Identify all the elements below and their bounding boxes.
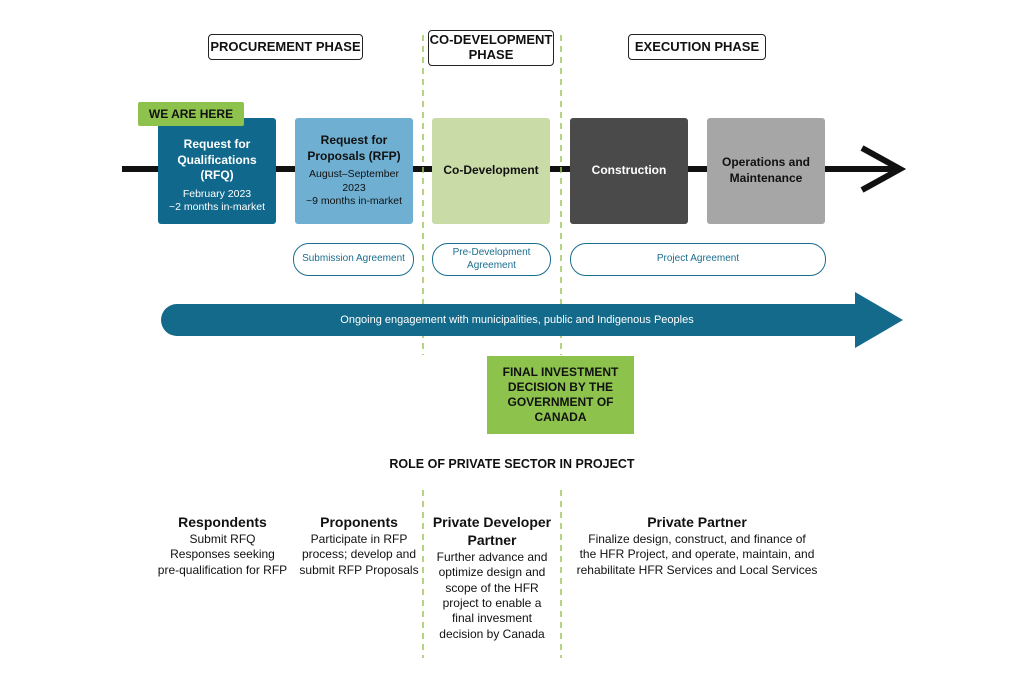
role-respondents-heading: Respondents	[178, 514, 267, 530]
role-private-partner: Private Partner Finalize design, constru…	[566, 514, 828, 578]
engagement-arrow	[161, 292, 903, 348]
engagement-arrow-label: Ongoing engagement with municipalities, …	[340, 314, 694, 326]
role-respondents: Respondents Submit RFQ Responses seeking…	[140, 514, 305, 578]
submission-agreement-pill: Submission Agreement	[293, 243, 414, 276]
codevelopment-phase-label: CO-DEVELOPMENT PHASE	[428, 30, 554, 66]
role-developer-heading: Private Developer	[432, 514, 552, 530]
codevelopment-stage-box: Co-Development	[432, 118, 550, 224]
timeline-arrowhead	[860, 145, 907, 193]
predevelopment-agreement-pill: Pre-Development Agreement	[432, 243, 551, 276]
project-agreement-pill: Project Agreement	[570, 243, 826, 276]
role-partner-heading: Private Partner	[647, 514, 747, 530]
construction-stage-box: Construction	[570, 118, 688, 224]
execution-phase-label: EXECUTION PHASE	[628, 34, 766, 60]
role-private-developer-partner: Private Developer Partner Further advanc…	[424, 514, 560, 642]
final-investment-decision-box: FINAL INVESTMENT DECISION BY THE GOVERNM…	[487, 356, 634, 434]
we-are-here-label: WE ARE HERE	[138, 102, 244, 126]
procurement-phase-label: PROCUREMENT PHASE	[208, 34, 363, 60]
role-proponents-heading: Proponents	[320, 514, 398, 530]
rfp-stage-box: Request for Proposals (RFP) August–Septe…	[295, 118, 413, 224]
operations-stage-box: Operations and Maintenance	[707, 118, 825, 224]
rfq-stage-box: Request for Qualifications (RFQ) Februar…	[158, 118, 276, 224]
role-proponents: Proponents Participate in RFP process; d…	[295, 514, 423, 578]
roles-section-title: ROLE OF PRIVATE SECTOR IN PROJECT	[389, 457, 635, 471]
